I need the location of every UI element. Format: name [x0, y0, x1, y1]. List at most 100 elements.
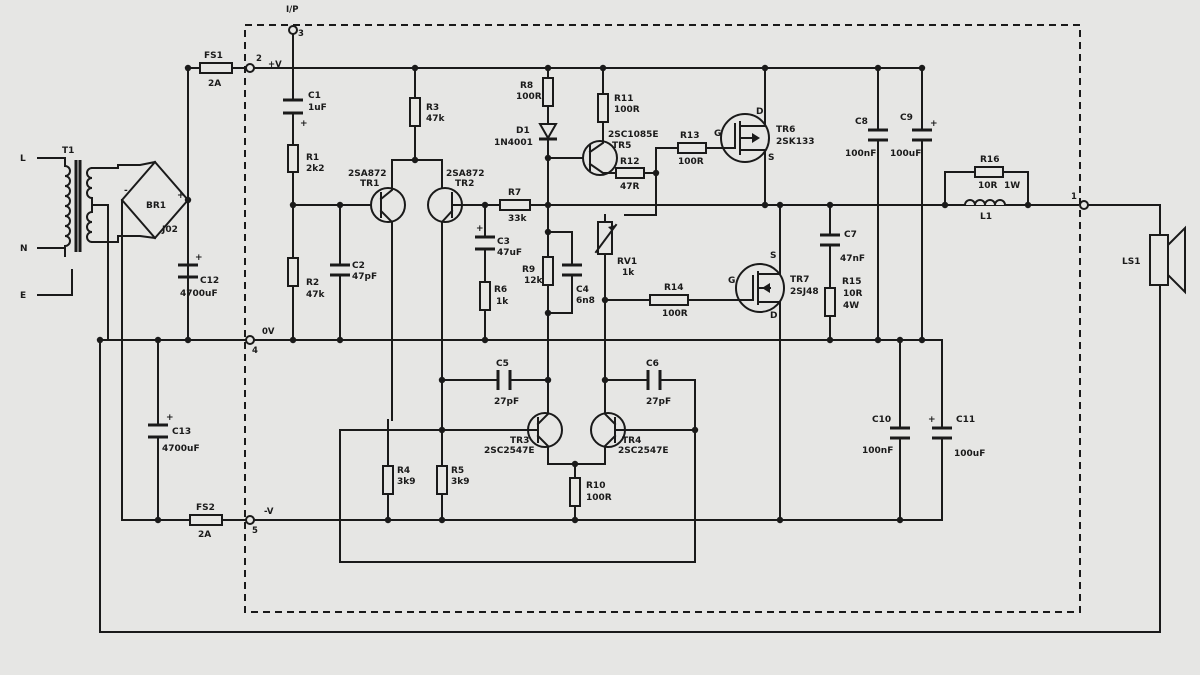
junction-dot [411, 156, 419, 164]
br1-plus: + [177, 191, 185, 201]
junction-dot [571, 516, 579, 524]
r3-value: 47k [426, 114, 446, 124]
junction-dot [384, 516, 392, 524]
c6-value: 27pF [646, 397, 671, 407]
junction-dot [544, 201, 552, 209]
c4-label: C4 [576, 285, 589, 295]
resistor-r16 [974, 166, 1004, 178]
terminal-negative-label: -V [264, 507, 274, 517]
c9-value: 100uF [890, 149, 921, 159]
junction-dot [691, 426, 699, 434]
junction-dot [544, 376, 552, 384]
terminal-zero [245, 335, 255, 345]
terminal-output [1079, 200, 1089, 210]
junction-dot [571, 460, 579, 468]
junction-dot [184, 336, 192, 344]
c2-value: 47pF [352, 272, 377, 282]
junction-dot [289, 201, 297, 209]
c4-value: 6n8 [576, 296, 595, 306]
junction-dot [184, 64, 192, 72]
junction-dot [438, 516, 446, 524]
c13-plus: + [166, 413, 174, 423]
junction-dot [481, 336, 489, 344]
tr6-pin-s: S [768, 153, 774, 163]
diode-d1 [538, 123, 558, 141]
junction-dot [544, 154, 552, 162]
tr7-label: TR7 [790, 275, 809, 285]
r4-label: R4 [397, 466, 410, 476]
terminal-positive [245, 63, 255, 73]
terminal-output-num: 1 [1071, 192, 1077, 202]
mains-earth-label: E [20, 291, 26, 301]
transformer-t1: T1 [62, 146, 119, 341]
c7-label: C7 [844, 230, 857, 240]
c8-value: 100nF [845, 149, 876, 159]
mains-neutral-label: N [20, 244, 28, 254]
resistor-r15 [824, 287, 836, 317]
junction-dot [544, 309, 552, 317]
junction-dot [896, 516, 904, 524]
terminal-zero-label: 0V [262, 327, 275, 337]
junction-dot [599, 64, 607, 72]
c11-value: 100uF [954, 449, 985, 459]
r10-value: 100R [586, 493, 612, 503]
output-stage: G D S TR6 2SK133 G S D TR7 2SJ48 [714, 67, 819, 521]
junction-dot [776, 201, 784, 209]
tr3-value: 2SC2547E [484, 446, 535, 456]
resistor-r10 [569, 477, 581, 507]
fs2-label: FS2 [196, 503, 215, 513]
junction-dot [652, 169, 660, 177]
junction-dot [826, 201, 834, 209]
terminal-input-label: I/P [286, 5, 299, 15]
c3-plus: + [476, 224, 484, 234]
tr5-value: 2SC1085E [608, 130, 659, 140]
resistor-r13 [677, 142, 707, 154]
r2-value: 47k [306, 290, 326, 300]
r1-label: R1 [306, 153, 319, 163]
c5-value: 27pF [494, 397, 519, 407]
r11-value: 100R [614, 105, 640, 115]
junction-dot [289, 336, 297, 344]
tr7-pin-d: D [770, 311, 777, 321]
r14-value: 100R [662, 309, 688, 319]
r6-label: R6 [494, 285, 507, 295]
r14-label: R14 [664, 283, 683, 293]
inductor-l1 [964, 199, 1006, 206]
junction-dot [918, 336, 926, 344]
junction-dot [1024, 201, 1032, 209]
c6-label: C6 [646, 359, 659, 369]
tr6-pin-g: G [714, 129, 721, 139]
c9-label: C9 [900, 113, 913, 123]
transistor-tr1 [370, 187, 406, 223]
c1-value: 1uF [308, 103, 327, 113]
junction-dot [336, 336, 344, 344]
junction-dot [826, 336, 834, 344]
tr4-label: TR4 [622, 436, 641, 446]
tr5-label: TR5 [612, 141, 631, 151]
junction-dot [96, 336, 104, 344]
bridge-rectifier-br1: BR1 J02 + - [117, 160, 190, 521]
fs1-label: FS1 [204, 51, 223, 61]
fuse-fs2 [189, 514, 223, 526]
c13-value: 4700uF [162, 444, 200, 454]
r7-value: 33k [508, 214, 528, 224]
c3-value: 47uF [497, 248, 522, 258]
terminal-positive-num: 2 [256, 54, 262, 64]
c10-label: C10 [872, 415, 891, 425]
ls1-label: LS1 [1122, 257, 1140, 267]
rv1-value: 1k [622, 268, 635, 278]
tr6-pin-d: D [756, 107, 763, 117]
fuse-fs1 [199, 62, 233, 74]
current-mirror-stage: C5 27pF C6 27pF TR3 2SC2547E TR4 2SC2547… [339, 359, 696, 563]
r15-value: 10R [843, 289, 863, 299]
r9-value: 12k [524, 276, 544, 286]
r3-label: R3 [426, 103, 439, 113]
module-boundary [244, 24, 1081, 613]
resistor-r5 [436, 465, 448, 495]
resistor-r14 [649, 294, 689, 306]
r11-label: R11 [614, 94, 633, 104]
tr7-pin-s: S [770, 251, 776, 261]
r13-label: R13 [680, 131, 699, 141]
c12-plus: + [195, 253, 203, 263]
